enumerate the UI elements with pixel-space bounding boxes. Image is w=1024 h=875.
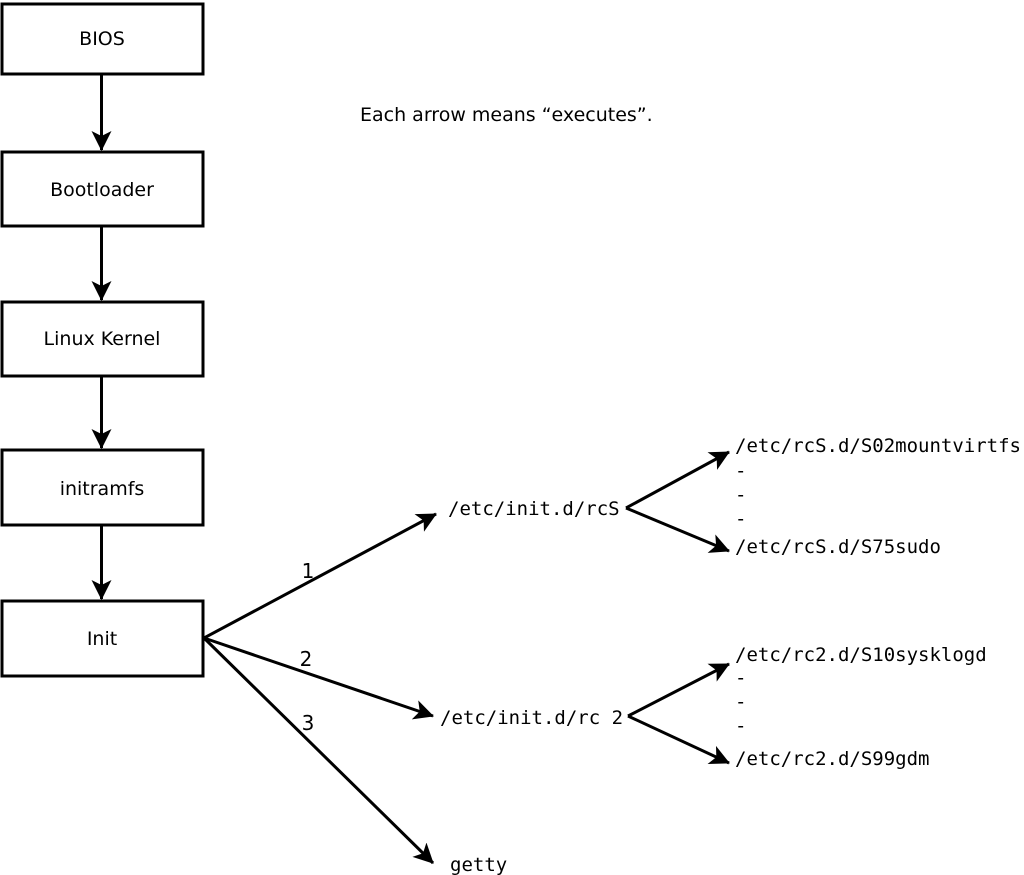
node-rcs-label: /etc/init.d/rcS: [448, 498, 620, 520]
box-bootloader-label: Bootloader: [50, 179, 154, 201]
branch-order-label-1: 1: [302, 559, 315, 583]
script-s75sudo-label: /etc/rcS.d/S75sudo: [735, 536, 941, 558]
note-arrow-meaning: Each arrow means “executes”.: [360, 104, 653, 126]
script-s10sysklogd-label: /etc/rc2.d/S10sysklogd: [735, 644, 987, 666]
arrow-rc2-to-s10sysklogd: [627, 662, 730, 718]
rc2-ellipsis-dash-2: -: [735, 691, 746, 713]
script-s99gdm-label: /etc/rc2.d/S99gdm: [735, 748, 929, 770]
rc2-ellipsis-dash-1: -: [735, 667, 746, 689]
script-s02mountvirtfs-label: /etc/rcS.d/S02mountvirtfs: [735, 435, 1021, 457]
branch-order-label-2: 2: [300, 647, 313, 671]
arrow-init-to-rc2: [203, 636, 434, 720]
node-rc2-label: /etc/init.d/rc 2: [440, 707, 623, 729]
box-bios: BIOS: [0, 2, 205, 76]
box-bios-label: BIOS: [79, 28, 125, 50]
box-linux-kernel: Linux Kernel: [0, 300, 205, 378]
arrow-rcs-to-s02mountvirtfs: [625, 450, 730, 510]
box-bootloader-rect: [0, 150, 205, 228]
box-linux-kernel-label: Linux Kernel: [44, 328, 161, 350]
arrow-rc2-to-s99gdm: [627, 714, 730, 765]
rcs-ellipsis-dash-1: -: [735, 460, 746, 482]
arrow-init-to-rcs: [203, 512, 437, 640]
arrow-rcs-to-s75sudo: [625, 506, 730, 553]
box-initramfs-label: initramfs: [60, 478, 145, 500]
box-bootloader: Bootloader: [0, 150, 205, 228]
branch-order-label-3: 3: [302, 711, 315, 735]
box-bios-rect: [0, 2, 205, 76]
box-init-rect: [0, 599, 205, 678]
rcs-ellipsis-dash-2: -: [735, 484, 746, 506]
box-initramfs: initramfs: [0, 448, 205, 527]
node-getty-label: getty: [450, 854, 507, 875]
box-init-label: Init: [87, 628, 117, 650]
arrow-init-to-getty: [202, 636, 435, 865]
box-init: Init: [0, 599, 205, 678]
box-initramfs-rect: [0, 448, 205, 527]
rcs-ellipsis-dash-3: -: [735, 508, 746, 530]
rc2-ellipsis-dash-3: -: [735, 715, 746, 737]
